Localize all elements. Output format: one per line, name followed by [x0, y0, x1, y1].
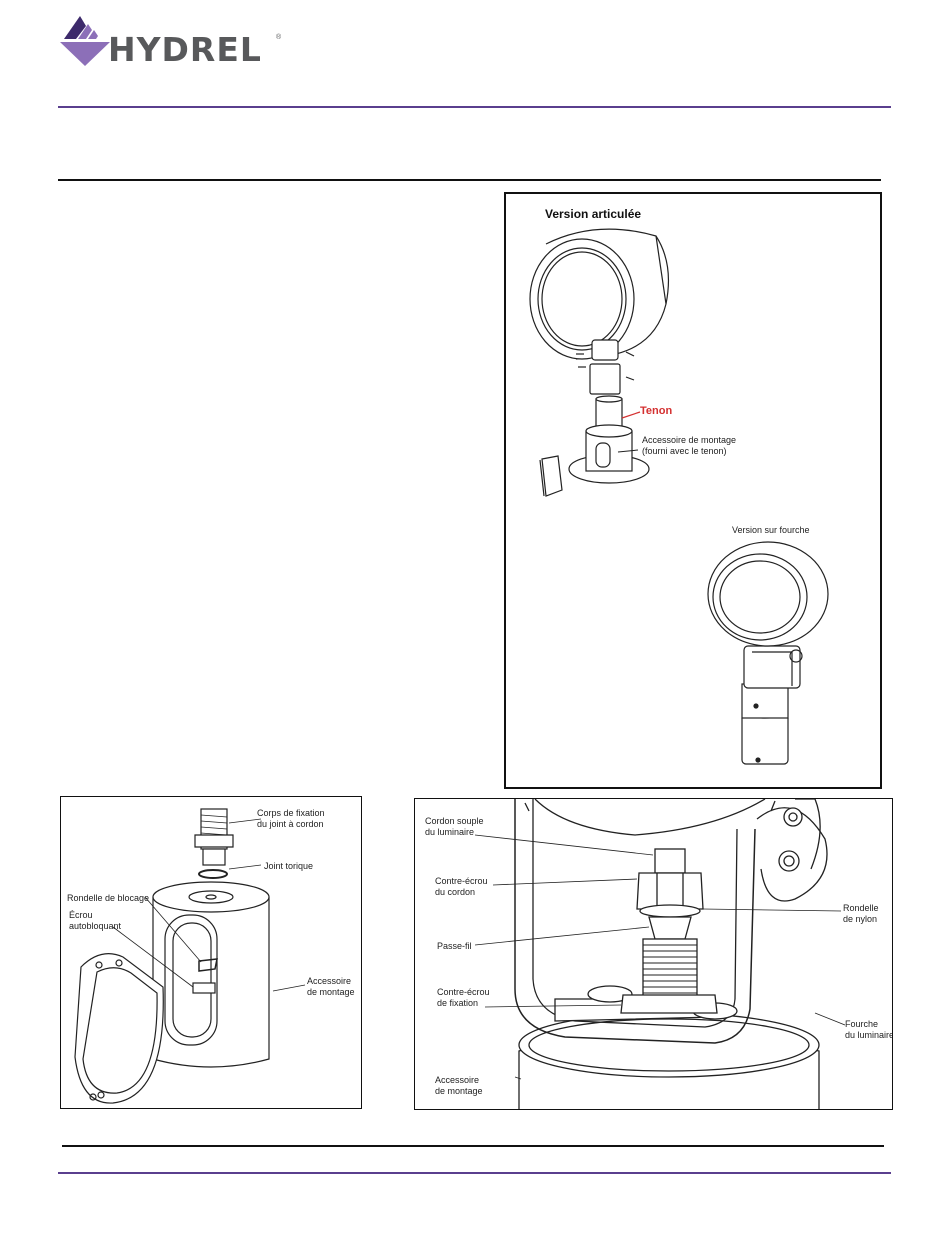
footer-rule-purple [58, 1172, 891, 1174]
brand-logo: HYDREL ® [58, 12, 288, 68]
label-cord-locknut: Contre-écrou du cordon [435, 876, 488, 898]
mounting-accessory-label: Accessoire de montage (fourni avec le te… [642, 435, 736, 457]
diagram-panel-versions: Version articulée [504, 192, 882, 789]
logo-mark-icon [60, 16, 110, 66]
footer-rule-black [62, 1145, 884, 1147]
diagram-panel-yoke-detail: Cordon souple du luminaire Contre-écrou … [414, 798, 893, 1110]
label-luminaire-yoke: Fourche du luminaire [845, 1019, 893, 1041]
registered-mark: ® [276, 34, 282, 41]
tenon-label: Tenon [640, 405, 673, 417]
label-flexible-cord: Cordon souple du luminaire [425, 816, 484, 838]
mounting-accessory-line1: Accessoire de montage [642, 435, 737, 445]
label-flexible-cord-line2: du luminaire [425, 827, 475, 837]
label-flexible-cord-line1: Cordon souple [425, 816, 484, 826]
label-luminaire-yoke-line2: du luminaire [845, 1030, 893, 1040]
luminaire-diagram-icon [529, 228, 829, 765]
label-lock-nut-line1: Écrou [69, 910, 93, 920]
title-articulated: Version articulée [545, 207, 642, 221]
label-fixing-locknut-line2: de fixation [437, 998, 479, 1008]
title-yoke: Version sur fourche [732, 525, 810, 535]
label-cord-grip-body-line1: Corps de fixation [257, 808, 325, 818]
label-fixing-locknut-line1: Contre-écrou [437, 987, 490, 997]
label-lock-nut: Écrou autobloquant [69, 910, 121, 932]
brand-wordmark: HYDREL [108, 30, 262, 69]
label-cord-grip-body-line2: du joint à cordon [257, 819, 324, 829]
label-nylon-washer-line2: de nylon [843, 914, 878, 924]
label-mounting-accessory-right-line2: de montage [435, 1086, 483, 1096]
label-cord-locknut-line2: du cordon [435, 887, 476, 897]
label-mounting-accessory-line1: Accessoire [307, 976, 352, 986]
mounting-accessory-line2: (fourni avec le tenon) [642, 446, 727, 456]
diagram-panel-mounting-detail: Corps de fixation du joint à cordon Join… [60, 796, 362, 1109]
label-mounting-accessory-line2: de montage [307, 987, 355, 997]
label-o-ring: Joint torique [264, 861, 314, 871]
label-nylon-washer-line1: Rondelle [843, 903, 879, 913]
label-mounting-accessory-right-line1: Accessoire [435, 1075, 480, 1085]
yoke-assembly-diagram-icon [474, 799, 846, 1109]
label-mounting-accessory: Accessoire de montage [307, 976, 355, 998]
label-nylon-washer: Rondelle de nylon [843, 903, 879, 925]
header-rule-black [58, 179, 881, 181]
label-lock-nut-line2: autobloquant [69, 921, 122, 931]
label-grommet: Passe-fil [437, 941, 472, 951]
header-rule-purple [58, 106, 891, 108]
label-luminaire-yoke-line1: Fourche [845, 1019, 879, 1029]
label-cord-grip-body: Corps de fixation du joint à cordon [257, 808, 325, 830]
label-mounting-accessory-right: Accessoire de montage [435, 1075, 483, 1097]
mounting-accessory-diagram-icon [74, 808, 306, 1104]
label-lock-washer: Rondelle de blocage [67, 893, 150, 903]
label-cord-locknut-line1: Contre-écrou [435, 876, 488, 886]
label-fixing-locknut: Contre-écrou de fixation [437, 987, 490, 1009]
